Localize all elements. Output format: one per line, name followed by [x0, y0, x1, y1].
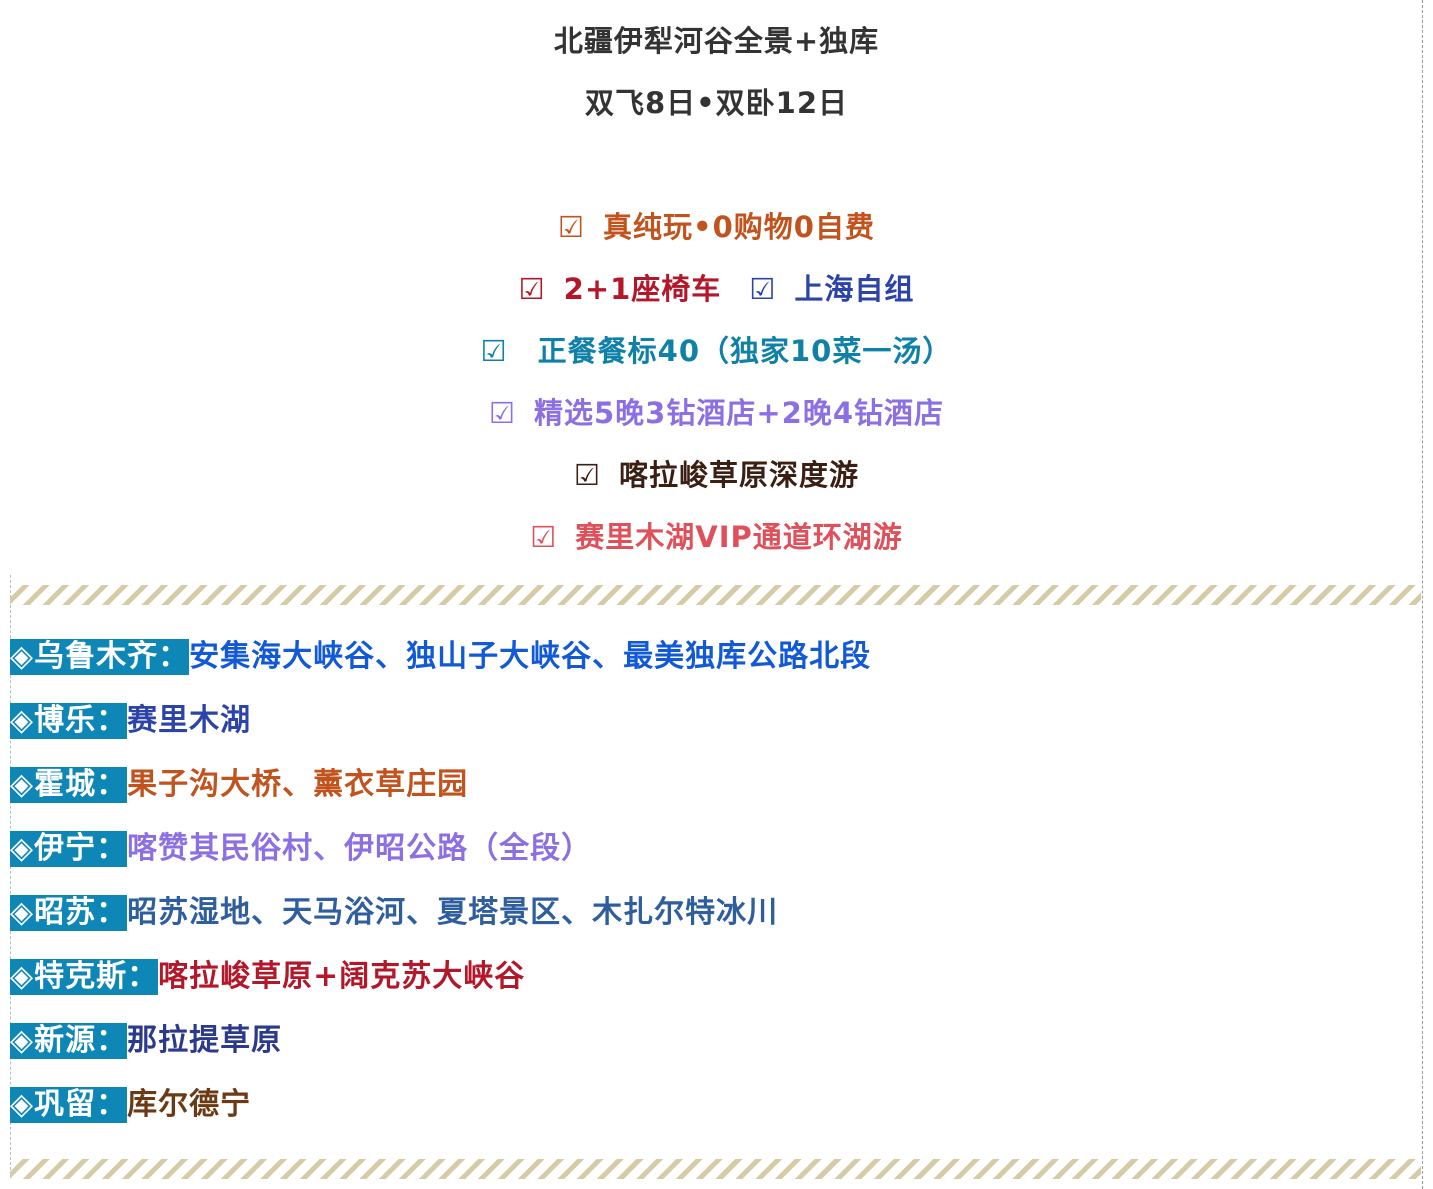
route-city: ◈乌鲁木齐：	[10, 638, 190, 675]
route-row: ◈博乐：赛里木湖	[10, 702, 251, 742]
page-right-border	[1422, 0, 1423, 1189]
page-left-border	[10, 575, 11, 1175]
route-spots: 那拉提草原	[127, 1022, 283, 1058]
feature-line-1: ☑ 真纯玩•0购物0自费	[0, 204, 1433, 246]
checkbox-icon: ☑	[518, 272, 546, 306]
route-spots: 赛里木湖	[127, 702, 252, 738]
feature-line-2: ☑ 2+1座椅车 ☑ 上海自组	[0, 266, 1433, 308]
divider-top	[10, 585, 1421, 605]
checkbox-icon: ☑	[558, 210, 586, 244]
page-title: 北疆伊犁河谷全景+独库	[553, 24, 880, 58]
route-row: ◈霍城：果子沟大桥、薰衣草庄园	[10, 766, 468, 806]
feature-line-4: ☑ 精选5晚3钻酒店+2晚4钻酒店	[0, 390, 1433, 432]
route-row: ◈伊宁：喀赞其民俗村、伊昭公路（全段）	[10, 830, 592, 870]
route-city: ◈昭苏：	[10, 894, 128, 931]
feature-line-6: ☑ 赛里木湖VIP通道环湖游	[0, 514, 1433, 556]
feature-text-seat: 2+1座椅车	[563, 272, 722, 306]
checkbox-icon: ☑	[749, 272, 777, 306]
checkbox-icon: ☑	[480, 334, 508, 368]
route-spots: 果子沟大桥、薰衣草庄园	[127, 766, 469, 802]
checkbox-icon: ☑	[488, 396, 516, 430]
route-city: ◈霍城：	[10, 766, 128, 803]
checkbox-icon: ☑	[573, 458, 601, 492]
route-city: ◈巩留：	[10, 1086, 128, 1123]
route-spots: 昭苏湿地、天马浴河、夏塔景区、木扎尔特冰川	[127, 894, 779, 930]
feature-text: 真纯玩•0购物0自费	[603, 210, 875, 244]
route-city: ◈博乐：	[10, 702, 128, 739]
feature-text: 喀拉峻草原深度游	[618, 458, 859, 492]
divider-bottom	[10, 1159, 1421, 1179]
route-city: ◈伊宁：	[10, 830, 128, 867]
feature-text: 精选5晚3钻酒店+2晚4钻酒店	[533, 396, 944, 430]
route-spots: 库尔德宁	[127, 1086, 252, 1122]
route-row: ◈昭苏：昭苏湿地、天马浴河、夏塔景区、木扎尔特冰川	[10, 894, 778, 934]
route-row: ◈乌鲁木齐：安集海大峡谷、独山子大峡谷、最美独库公路北段	[10, 638, 871, 678]
route-row: ◈特克斯：喀拉峻草原+阔克苏大峡谷	[10, 958, 525, 998]
route-spots: 喀拉峻草原+阔克苏大峡谷	[158, 958, 526, 994]
route-row: ◈巩留：库尔德宁	[10, 1086, 251, 1126]
feature-line-5: ☑ 喀拉峻草原深度游	[0, 452, 1433, 494]
feature-text: 赛里木湖VIP通道环湖游	[575, 520, 903, 554]
route-spots: 喀赞其民俗村、伊昭公路（全段）	[127, 830, 593, 866]
route-spots: 安集海大峡谷、独山子大峡谷、最美独库公路北段	[189, 638, 872, 674]
route-city: ◈特克斯：	[10, 958, 159, 995]
feature-line-3: ☑ 正餐餐标40（独家10菜一汤）	[0, 328, 1433, 370]
route-row: ◈新源：那拉提草原	[10, 1022, 282, 1062]
page-subtitle: 双飞8日•双卧12日	[584, 86, 849, 120]
feature-text: 正餐餐标40（独家10菜一汤）	[537, 334, 953, 368]
feature-text-group: 上海自组	[794, 272, 915, 306]
route-city: ◈新源：	[10, 1022, 128, 1059]
checkbox-icon: ☑	[530, 520, 558, 554]
